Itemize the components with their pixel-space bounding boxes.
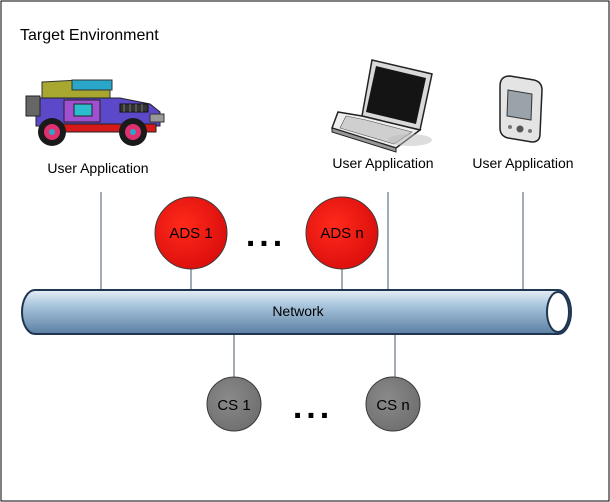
jeep-icon — [25, 79, 165, 146]
network-pipe: Network — [21, 289, 572, 335]
ads-label-1: ADS 1 — [169, 225, 212, 242]
cs-node-1: CS 1 — [206, 376, 262, 432]
client-label-laptop: User Application — [332, 155, 433, 171]
ads-label-n: ADS n — [320, 225, 363, 242]
cs-node-n: CS n — [365, 376, 421, 432]
pda-icon — [499, 75, 543, 143]
client-label-jeep: User Application — [47, 160, 148, 176]
cs-label-n: CS n — [376, 397, 409, 414]
client-label-pda: User Application — [472, 155, 573, 171]
laptop-icon — [331, 59, 433, 153]
ads-node-n: ADS n — [305, 196, 379, 270]
network-label: Network — [272, 303, 324, 319]
cs-ellipsis: ... — [293, 388, 333, 426]
environment-title: Target Environment — [20, 27, 159, 44]
cs-label-1: CS 1 — [217, 397, 250, 414]
ads-ellipsis: ... — [246, 216, 286, 254]
ads-node-1: ADS 1 — [154, 196, 228, 270]
